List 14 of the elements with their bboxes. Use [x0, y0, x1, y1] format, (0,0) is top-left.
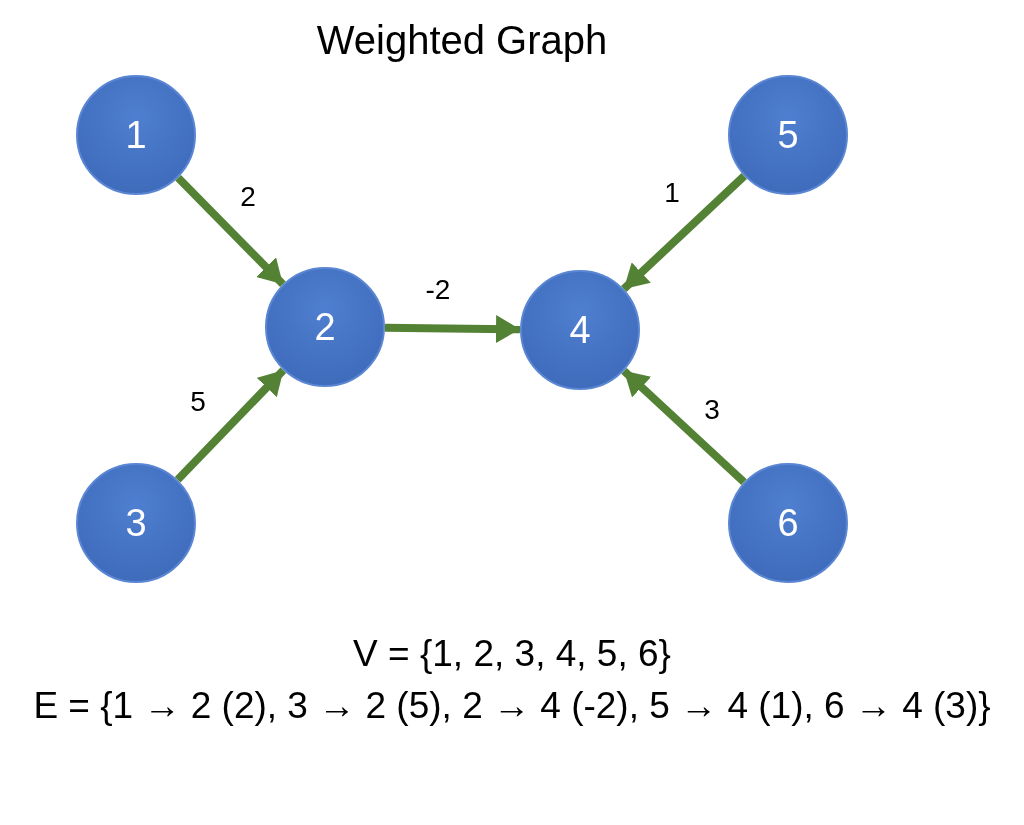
vertex-number: 3 — [125, 501, 147, 545]
vertex-number: 4 — [569, 308, 591, 352]
vertex-number: 5 — [777, 113, 799, 157]
set-notation: V = {1, 2, 3, 4, 5, 6} — [352, 632, 672, 676]
diagram-title: Weighted Graph — [315, 18, 609, 63]
arrow — [384, 315, 521, 343]
vertex-number: 2 — [314, 305, 336, 349]
arrow — [621, 173, 747, 292]
arrow — [175, 174, 286, 288]
arrow — [621, 367, 747, 486]
vertex-number: 6 — [777, 501, 799, 545]
arrow — [174, 367, 287, 483]
vertex-number: 1 — [125, 113, 147, 157]
set-notation: E = {1 → 2 (2), 3 → 2 (5), 2 → 4 (-2), 5 → 4 (1), 6 → 4 (3)} — [32, 684, 992, 728]
